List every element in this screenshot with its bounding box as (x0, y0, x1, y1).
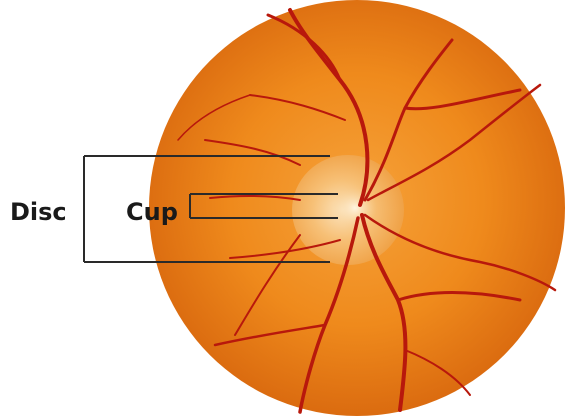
disc-label: Disc (10, 198, 67, 226)
cup-label: Cup (126, 198, 178, 226)
optic-cup (333, 188, 377, 228)
